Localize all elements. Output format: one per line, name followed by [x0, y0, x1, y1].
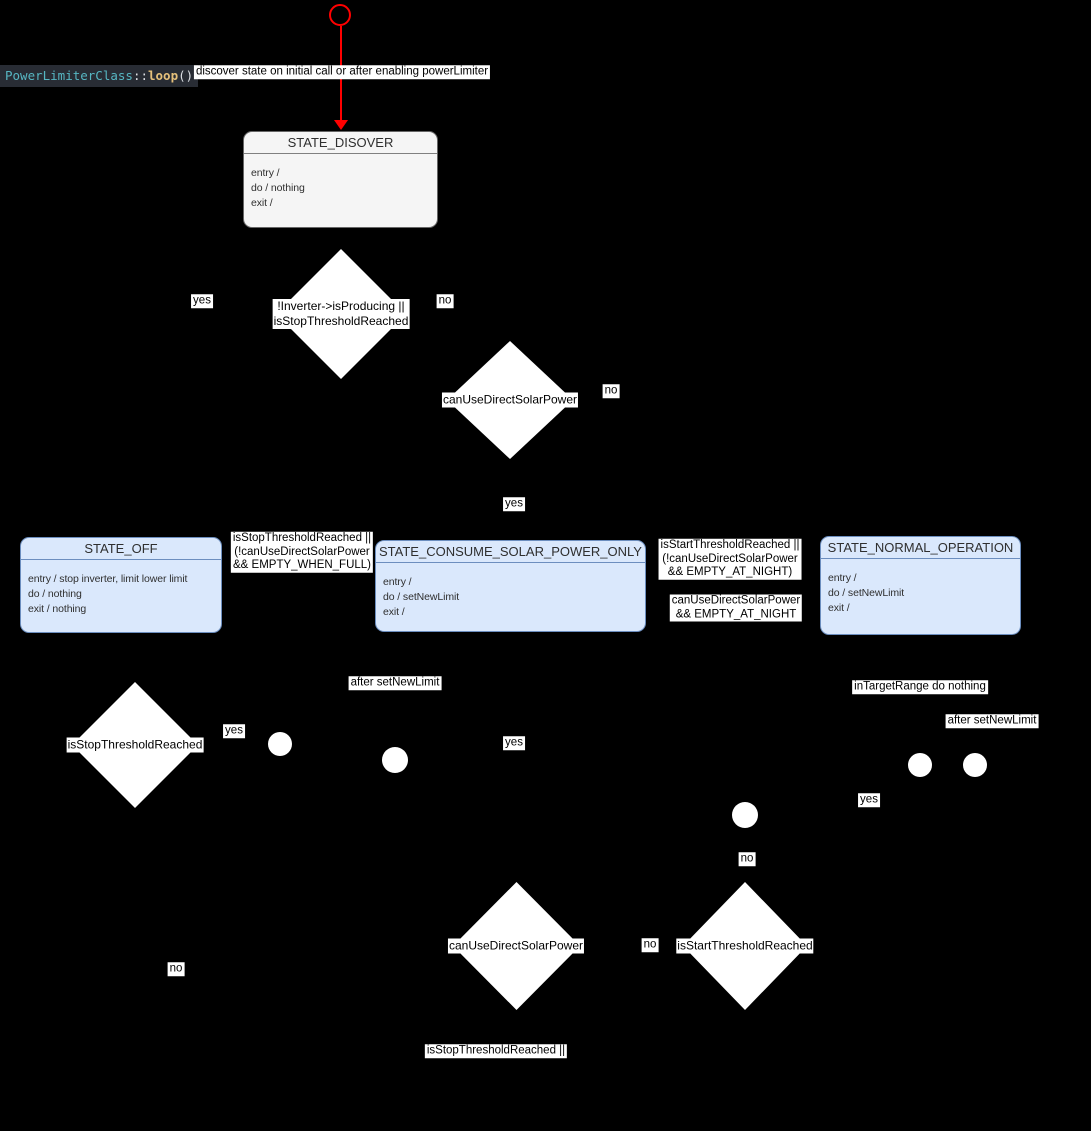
state-title: STATE_NORMAL_OPERATION [821, 537, 1020, 559]
function-scope-label: PowerLimiterClass::loop() [0, 65, 199, 87]
state-body: entry / stop inverter, limit lower limit… [21, 560, 221, 617]
state-body: entry / do / setNewLimit exit / [821, 559, 1020, 616]
edge-label-yes: yes [503, 736, 525, 750]
edge-label-yes: yes [223, 724, 245, 738]
state-body-line: entry / stop inverter, limit lower limit [28, 573, 188, 585]
decision-label: canUseDirectSolarPower [447, 938, 585, 954]
edge-label-after-set-new-limit: after setNewLimit [348, 676, 442, 690]
state-body-line: entry / [251, 167, 280, 179]
initial-transition-arrowhead-icon [334, 120, 348, 130]
edge-label-no: no [602, 384, 620, 398]
edge-label-guard-to-off: isStopThresholdReached || (!canUseDirect… [230, 531, 374, 573]
edge-label-yes: yes [503, 497, 525, 511]
state-body-line: exit / [383, 606, 405, 618]
state-body-line: do / setNewLimit [383, 591, 460, 603]
edge-label-no: no [167, 962, 185, 976]
decision-label: canUseDirectSolarPower [441, 392, 579, 408]
decision-label: !Inverter->isProducing || isStopThreshol… [272, 299, 410, 329]
code-method-name: loop [148, 68, 179, 83]
state-body-line: exit / nothing [28, 603, 87, 615]
state-body-line: exit / [251, 197, 273, 209]
code-parentheses: () [178, 68, 194, 83]
state-body-line: do / nothing [251, 182, 305, 194]
junction-node-4 [963, 753, 987, 777]
state-title: STATE_DISOVER [244, 132, 437, 154]
state-box-consume-solar-power-only: STATE_CONSUME_SOLAR_POWER_ONLY entry / d… [375, 540, 646, 632]
edge-label-yes: yes [191, 294, 213, 308]
state-box-discover: STATE_DISOVER entry / do / nothing exit … [243, 131, 438, 228]
state-title: STATE_OFF [21, 538, 221, 560]
state-body-line: entry / [383, 576, 412, 588]
state-body-line: do / nothing [28, 588, 82, 600]
edge-label-no: no [738, 852, 756, 866]
junction-node-5 [732, 802, 758, 828]
state-body: entry / do / nothing exit / [244, 154, 437, 211]
edge-label-guard-to-normal: isStartThresholdReached || (!canUseDirec… [658, 538, 802, 580]
code-scope-operator: :: [132, 68, 148, 83]
edge-label-guard-stop-bottom: isStopThresholdReached || [424, 1044, 568, 1058]
decision-label: isStartThresholdReached [676, 938, 814, 954]
edge-label-yes: yes [858, 793, 880, 807]
edge-label-no: no [641, 938, 659, 952]
edge-label-no: no [436, 294, 454, 308]
state-box-normal-operation: STATE_NORMAL_OPERATION entry / do / setN… [820, 536, 1021, 635]
state-body-line: do / setNewLimit [828, 587, 905, 599]
state-body-line: entry / [828, 572, 857, 584]
state-title: STATE_CONSUME_SOLAR_POWER_ONLY [376, 541, 645, 563]
junction-node-1 [268, 732, 292, 756]
junction-node-2 [382, 747, 408, 773]
state-box-off: STATE_OFF entry / stop inverter, limit l… [20, 537, 222, 633]
code-class-name: PowerLimiterClass [5, 68, 133, 83]
state-body-line: exit / [828, 602, 850, 614]
edge-label-in-target-range: inTargetRange do nothing [852, 680, 988, 694]
state-body: entry / do / setNewLimit exit / [376, 563, 645, 620]
edge-label-discover-note: discover state on initial call or after … [193, 65, 491, 79]
junction-node-3 [908, 753, 932, 777]
initial-state-node [329, 4, 351, 26]
decision-label: isStopThresholdReached [66, 737, 204, 753]
edge-label-after-set-new-limit: after setNewLimit [945, 714, 1039, 728]
edge-label-guard-to-consume: canUseDirectSolarPower && EMPTY_AT_NIGHT [669, 594, 803, 622]
